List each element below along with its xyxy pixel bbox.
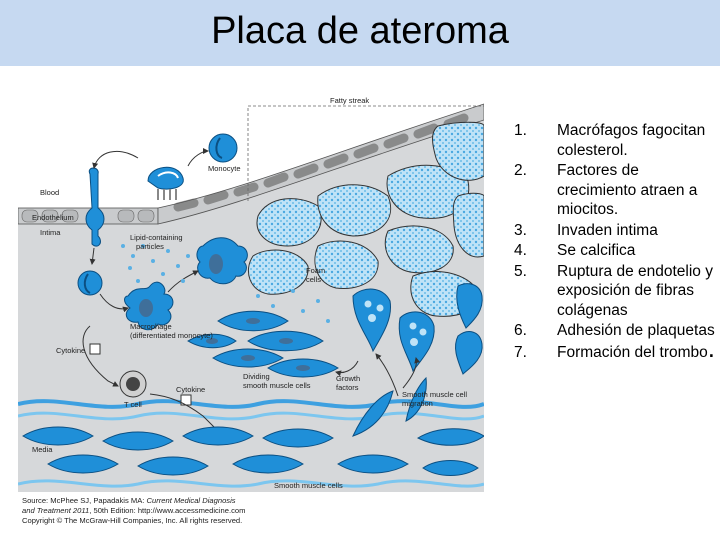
steps-list: 1.Macrófagos fagocitan colesterol. 2.Fac… [514, 121, 719, 365]
lipid-particles [121, 244, 330, 323]
transmigrating-monocyte [85, 167, 105, 247]
label-intima: Intima [40, 228, 61, 237]
label-growth-2: factors [336, 383, 359, 392]
source-line2-b: , 50th Edition: http://www.accessmedicin… [89, 506, 246, 515]
label-cytokine-2: Cytokine [176, 385, 206, 394]
media-smc [22, 426, 485, 476]
step-item: 7.Formación del trombo. [514, 332, 715, 363]
source-line2-a: and Treatment 2011 [22, 506, 90, 515]
atheroma-diagram: Fatty streak Monocyte Blood Endothelium … [17, 96, 485, 492]
label-monocyte: Monocyte [208, 164, 241, 173]
label-t-cell: T cell [124, 400, 142, 409]
label-lipid-2: particles [136, 242, 164, 251]
step-item: 5.Ruptura de endotelio y exposición de f… [514, 262, 713, 319]
step-item: 1.Macrófagos fagocitan colesterol. [514, 122, 706, 159]
macrophage [124, 281, 174, 331]
label-smc-migration-2: migration [402, 399, 433, 408]
slide-title: Placa de ateroma [211, 10, 509, 52]
step-item: 3.Invaden intima [514, 221, 658, 239]
migrating-smc [352, 376, 427, 437]
label-smc-migration-1: Smooth muscle cell [402, 390, 468, 399]
label-foam-1: Foam [306, 266, 326, 275]
intima-monocyte [77, 270, 103, 296]
label-dividing-1: Dividing [243, 372, 270, 381]
elastic-lamina-3 [17, 479, 485, 488]
label-macrophage-1: Macrophage [130, 322, 172, 331]
label-smooth-muscle-cells: Smooth muscle cells [274, 481, 343, 490]
label-endothelium: Endothelium [32, 213, 74, 222]
step-item: 4.Se calcifica [514, 242, 636, 259]
label-dividing-2: smooth muscle cells [243, 381, 311, 390]
figure-source: Source: McPhee SJ, Papadakis MA: Current… [22, 496, 245, 526]
label-cytokine-1: Cytokine [56, 346, 86, 355]
source-line1-b: Current Medical Diagnosis [146, 496, 236, 505]
macrophage-lipid [196, 237, 248, 285]
migrating-cells [352, 283, 483, 375]
label-foam-2: cells [306, 275, 322, 284]
step-item: 6.Adhesión de plaquetas [514, 322, 715, 339]
t-cell [119, 370, 147, 398]
label-fatty-streak: Fatty streak [330, 96, 370, 105]
cytokine-box-1 [89, 343, 101, 355]
monocyte [147, 133, 238, 200]
source-line1-a: Source: McPhee SJ, Papadakis MA: [22, 496, 147, 505]
fatty-streak-bracket [247, 105, 484, 201]
step-item: 2.Factores de crecimiento atraen a mioci… [514, 162, 698, 218]
atheroma-illustration [17, 96, 485, 492]
label-media: Media [32, 445, 53, 454]
label-lipid-1: Lipid-containing [130, 233, 183, 242]
label-blood: Blood [40, 188, 60, 197]
elastic-lamina-1 [17, 399, 485, 409]
label-growth-1: Growth [336, 374, 361, 383]
intima-smc-nuclei [206, 318, 310, 371]
label-macrophage-2: (differentiated monocyte) [130, 331, 213, 340]
source-copyright: Copyright © The McGraw-Hill Companies, I… [22, 516, 243, 525]
title-band [0, 0, 720, 66]
